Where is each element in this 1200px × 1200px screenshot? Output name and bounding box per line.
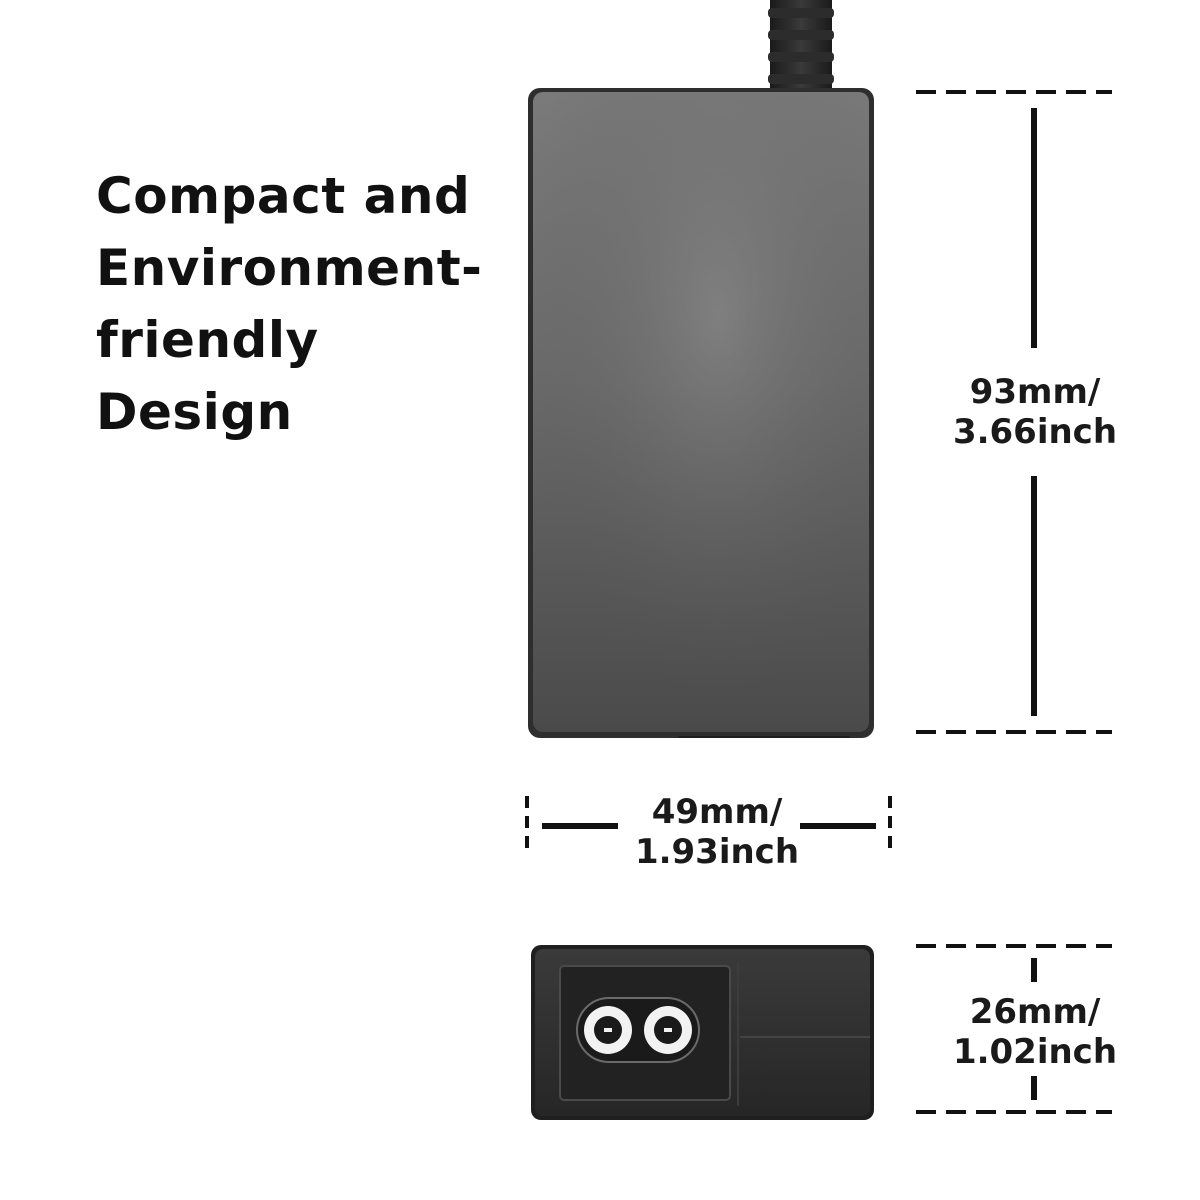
height-metric: 93mm/ [969,372,1101,412]
headline-line-4: Design [96,383,293,441]
width-metric: 49mm/ [651,792,783,832]
width-dimension-lines [525,796,892,856]
height-dimension-lines [916,90,1112,734]
cable-strain-relief [768,0,834,95]
width-imperial: 1.93inch [634,832,800,872]
depth-imperial: 1.02inch [952,1032,1118,1072]
adapter-top-view [528,88,874,738]
adapter-side-view [531,945,874,1120]
height-dimension-label: 93mm/ 3.66inch [950,372,1120,452]
headline-line-3: friendly [96,311,319,369]
c7-socket-icon [576,997,700,1063]
depth-dimension-lines [916,944,1112,1114]
depth-dimension-label: 26mm/ 1.02inch [950,992,1120,1072]
depth-metric: 26mm/ [969,992,1101,1032]
headline-line-2: Environment- [96,239,483,297]
height-imperial: 3.66inch [952,412,1118,452]
headline: Compact and Environment- friendly Design [96,160,516,448]
headline-line-1: Compact and [96,167,471,225]
width-dimension-label: 49mm/ 1.93inch [622,792,812,872]
